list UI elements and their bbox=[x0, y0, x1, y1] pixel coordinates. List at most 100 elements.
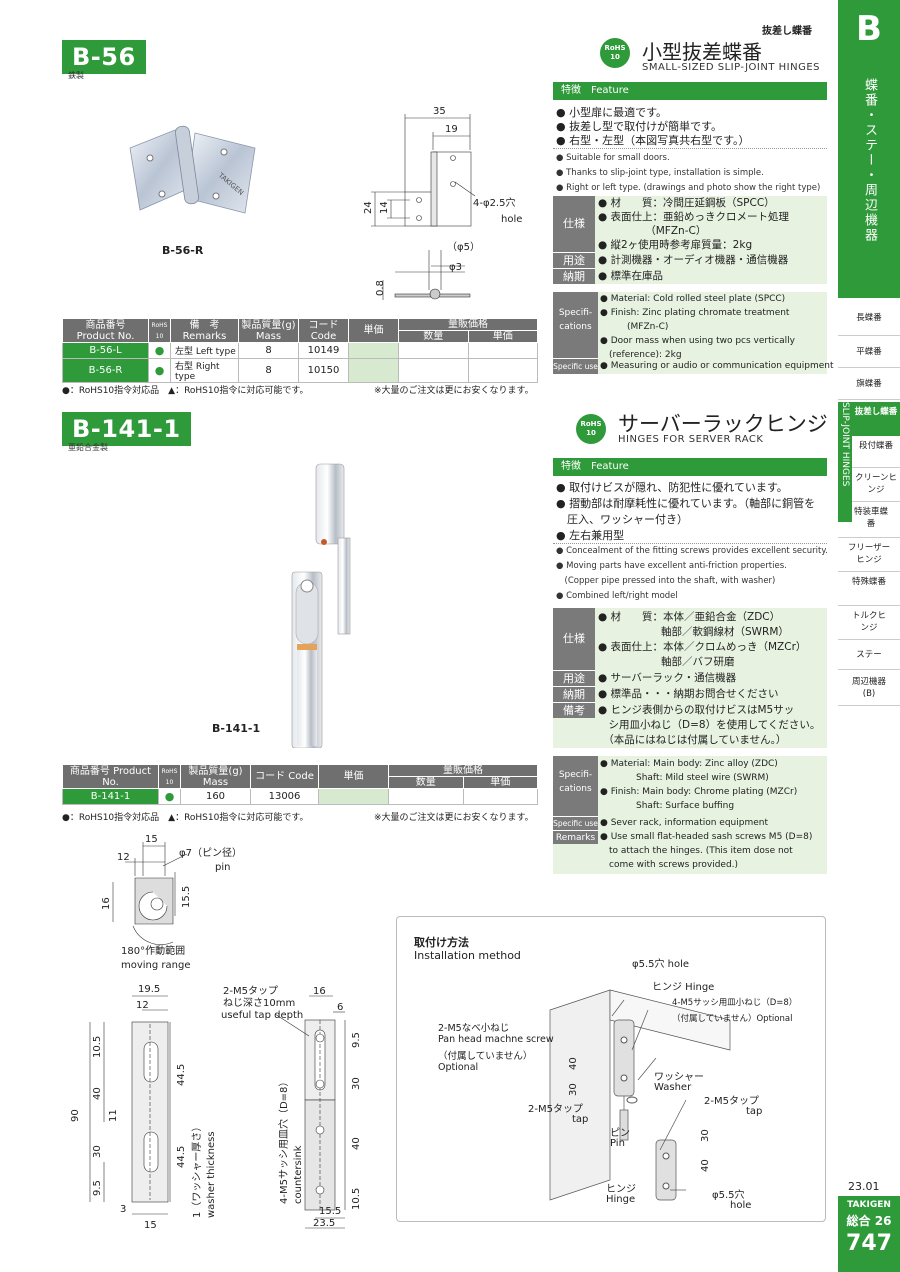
sidebar-item-tokushu[interactable]: 特殊蝶番 bbox=[838, 572, 900, 606]
sidebar-item-tokusousha[interactable]: 特装車蝶番 bbox=[838, 502, 900, 538]
b141-spec-nouki: ● 標準品・・・納期お問合せください bbox=[598, 688, 779, 700]
install-dim-30a: 30 bbox=[568, 1083, 579, 1096]
b56-title-jp: 小型抜差蝶番 bbox=[642, 40, 762, 64]
b56-th-remarks: 備 考 Remarks bbox=[170, 318, 239, 343]
header-category: 抜差し蝶番 bbox=[762, 26, 812, 37]
b141-title-en: HINGES FOR SERVER RACK bbox=[618, 434, 764, 445]
b141-front-view: 19.5 12 10.5 40 44.5 90 11 30 44.5 9.5 3… bbox=[70, 984, 217, 1231]
install-pan2: （付属していません） bbox=[438, 1051, 533, 1062]
sidebar-item-clean[interactable]: クリーンヒンジ bbox=[852, 468, 900, 502]
b141-spec-shiyou-label: 仕様 bbox=[553, 608, 595, 670]
b141-sidedim-tap: 2-M5タップ bbox=[223, 985, 278, 997]
b141-sidedim-tap2: ねじ深さ10mm bbox=[223, 997, 295, 1009]
b141-th-code: コード Code bbox=[250, 764, 319, 789]
b56-title-en: SMALL-SIZED SLIP-JOINT HINGES bbox=[642, 62, 820, 73]
footer-sogo: 総合 26 bbox=[846, 1214, 892, 1228]
sidebar-item-stay[interactable]: ステー bbox=[838, 640, 900, 670]
b141-features-en: ● Concealment of the fitting screws prov… bbox=[556, 546, 828, 601]
sidebar-letter: B bbox=[838, 0, 900, 58]
sidebar-item-nukisashi[interactable]: 抜差し蝶番 bbox=[852, 402, 900, 436]
b141-spec-remarks-label: Remarks bbox=[553, 830, 598, 844]
sidebar-item-nagachouban[interactable]: 長蝶番 bbox=[838, 300, 900, 336]
b141-sidedim-95: 9.5 bbox=[351, 1032, 362, 1048]
b56-th-code: コード Code bbox=[298, 318, 349, 343]
install-pan-en: Pan head machne screw bbox=[438, 1034, 554, 1045]
b141-frontdim-445a: 44.5 bbox=[176, 1064, 187, 1086]
b141-divider bbox=[553, 543, 827, 544]
table-row: B-56-R ● 右型 Right type 8 10150 bbox=[62, 358, 538, 383]
b141-sidedim-tap-en: useful tap depth bbox=[221, 1010, 303, 1021]
install-diagram: 40 30 30 40 bbox=[549, 989, 731, 1201]
install-hole-bot-en: hole bbox=[730, 1200, 752, 1211]
b56-th-mass: 製品質量(g) Mass bbox=[238, 318, 299, 343]
b141-th-rohs: RoHS 10 bbox=[158, 764, 181, 789]
b141-frontdim-90: 90 bbox=[70, 1109, 81, 1122]
install-pin: ピン bbox=[610, 1128, 630, 1139]
b141-topdim-range: 180°作動範囲 bbox=[121, 944, 185, 957]
b56-material: 鉄製 bbox=[68, 71, 84, 80]
install-washer-en: Washer bbox=[654, 1082, 692, 1093]
b56-photo-label: B-56-R bbox=[162, 244, 204, 257]
b141-spec-use-label: Specific use bbox=[553, 816, 598, 830]
b56-dim-35: 35 bbox=[433, 106, 446, 117]
install-dim-40b: 40 bbox=[700, 1159, 711, 1172]
b56-features-en: ● Suitable for small doors. ● Thanks to … bbox=[556, 153, 821, 193]
sidebar-item-torque[interactable]: トルクヒンジ bbox=[838, 606, 900, 640]
sidebar-strip-en: SLIP-JOINT HINGES bbox=[838, 402, 852, 522]
b56-divider bbox=[553, 148, 827, 149]
b141-spec-bikou: ● ヒンジ表側からの取付けビスはM5サッ シ用皿小ねじ（D=8）を使用してくださ… bbox=[598, 704, 821, 746]
b56-rohs-badge: RoHS 10 bbox=[600, 38, 630, 68]
b141-spec-en-box bbox=[553, 756, 827, 874]
b56-th-bulk: 量販価格 bbox=[398, 318, 538, 331]
b56-th-rohs: RoHS 10 bbox=[148, 318, 171, 343]
install-tap-left-en: tap bbox=[572, 1114, 589, 1125]
b141-photo-label: B-141-1 bbox=[212, 722, 261, 735]
footer-page: 747 bbox=[846, 1231, 892, 1256]
b141-feature-bar: 特徴 Feature bbox=[553, 458, 827, 476]
b141-frontdim-105: 10.5 bbox=[92, 1036, 103, 1058]
b141-sidedim-6: 6 bbox=[337, 1002, 343, 1013]
b141-frontdim-washer-en: washer thickness bbox=[206, 1131, 217, 1218]
install-pan3: Optional bbox=[438, 1062, 479, 1073]
b141-topdim-pin-en: pin bbox=[215, 862, 230, 873]
b56-spec-use-label: Specific use bbox=[553, 358, 598, 374]
sidebar-item-shuhen[interactable]: 周辺機器(B) bbox=[838, 670, 900, 706]
b141-frontdim-40: 40 bbox=[92, 1087, 103, 1100]
b56-spec-nouki-label: 納期 bbox=[553, 268, 595, 284]
b141-frontdim-95: 9.5 bbox=[92, 1180, 103, 1196]
sidebar-item-dantsuki[interactable]: 段付蝶番 bbox=[852, 436, 900, 468]
b141-photo bbox=[291, 463, 351, 748]
install-dim-40a: 40 bbox=[568, 1057, 579, 1070]
b56-price-table: 商品番号 Product No. RoHS 10 備 考 Remarks 製品質… bbox=[62, 318, 538, 383]
b141-topdim-16: 16 bbox=[101, 897, 112, 910]
b141-topdim-15: 15 bbox=[145, 834, 158, 845]
install-tap-right: 2-M5タップ bbox=[704, 1096, 759, 1107]
install-tap-left: 2-M5タップ bbox=[528, 1104, 583, 1115]
b56-feature-bar: 特徴 Feature bbox=[553, 82, 827, 100]
install-washer: ワッシャー bbox=[654, 1072, 704, 1083]
b141-topdim-pin: φ7（ピン径） bbox=[179, 846, 242, 859]
b141-spec-shiyou: ● 材 質：本体／亜鉛合金（ZDC） 軸部／軟鋼線材（SWRM） ● 表面仕上：… bbox=[598, 611, 807, 668]
b141-price-table: 商品番号 Product No. RoHS 10 製品質量(g) Mass コー… bbox=[62, 764, 538, 805]
b56-dim-08: 0.8 bbox=[375, 280, 386, 296]
footer-box: TAKIGEN 総合 26 747 bbox=[838, 1196, 900, 1272]
install-hinge-top: ヒンジ Hinge bbox=[652, 982, 715, 993]
install-box bbox=[396, 916, 826, 1222]
b141-frontdim-30: 30 bbox=[92, 1145, 103, 1158]
sidebar-item-freezer[interactable]: フリーザーヒンジ bbox=[838, 538, 900, 572]
sidebar-item-hatachouban[interactable]: 旗蝶番 bbox=[838, 368, 900, 400]
b141-rohs-badge: RoHS 10 bbox=[576, 414, 606, 444]
b141-spec-bikou-label: 備考 bbox=[553, 702, 595, 718]
b56-spec-shiyou-label: 仕様 bbox=[553, 196, 595, 252]
install-sash: 4-M5サッシ用皿小ねじ（D=8） bbox=[672, 998, 798, 1008]
install-pin-en: Pin bbox=[610, 1138, 625, 1149]
b141-top-view: 15 12 φ7（ピン径） pin 15.5 16 180°作動範囲 movin… bbox=[101, 834, 242, 971]
b141-th-mass: 製品質量(g) Mass bbox=[180, 764, 251, 789]
b56-th-unit: 単価 bbox=[467, 330, 538, 343]
b141-spec-jp-box bbox=[553, 608, 827, 748]
b141-sidedim-235: 23.5 bbox=[313, 1218, 335, 1229]
sidebar-item-hirachouban[interactable]: 平蝶番 bbox=[838, 336, 900, 368]
b56-spec-use: ● Measuring or audio or communication eq… bbox=[600, 361, 834, 371]
b56-spec-en-label: Specifi-cations bbox=[553, 292, 598, 358]
b141-frontdim-12: 12 bbox=[136, 1000, 149, 1011]
